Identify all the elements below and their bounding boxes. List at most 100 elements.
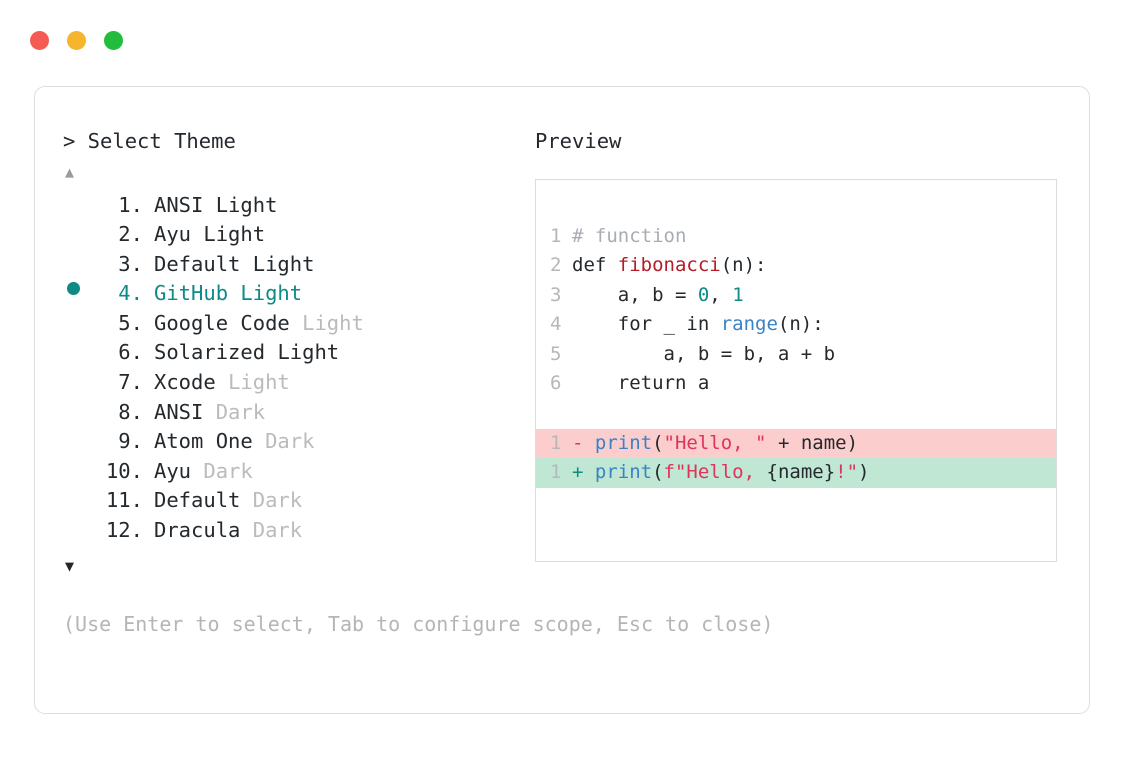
code-token: (n):: [777, 313, 824, 336]
theme-name: Ayu: [154, 222, 192, 247]
code-token: fibonacci: [617, 254, 721, 277]
code-text: for _ in range(n):: [572, 310, 824, 340]
theme-list-item[interactable]: 11. Default Dark: [63, 486, 523, 516]
theme-index: 8.: [105, 399, 143, 424]
theme-name: Atom One: [154, 429, 253, 454]
theme-variant-label: Light: [252, 251, 315, 276]
code-preview: 1 # function 2 def fibonacci(n):3 a, b = 0,…: [536, 202, 1056, 488]
preview-column: Preview 1 # function 2 def fibonacci(n):3 a…: [535, 131, 1065, 562]
code-token: 1: [732, 283, 744, 306]
theme-index: 1.: [105, 192, 143, 217]
theme-variant-label: Dark: [203, 458, 253, 483]
code-text: a, b = b, a + b: [572, 340, 836, 370]
theme-selection-marker: [63, 282, 97, 300]
code-diff-line-add: 1+ print(f"Hello, {name}!"): [536, 458, 1056, 488]
line-number: 4: [550, 313, 562, 336]
theme-name: Default: [154, 251, 241, 276]
theme-list-item[interactable]: 6. Solarized Light: [63, 338, 523, 368]
theme-list-item[interactable]: 7.Xcode Light: [63, 368, 523, 398]
line-number: 2: [550, 254, 562, 277]
theme-list-item[interactable]: 12.Dracula Dark: [63, 516, 523, 546]
code-token: range: [720, 313, 778, 336]
theme-list[interactable]: 1. ANSI Light 2. Ayu Light 3. Default Light…: [63, 191, 523, 546]
theme-list-item[interactable]: 2. Ayu Light: [63, 220, 523, 250]
theme-list-item[interactable]: 1.ANSI Light: [63, 191, 523, 221]
theme-list-column: > Select Theme ▲ 1. ANSI Light 2. Ayu Ligh…: [63, 131, 523, 577]
preview-title: Preview: [535, 129, 622, 153]
code-line: 1 # function: [536, 222, 1056, 252]
code-token: !": [835, 461, 859, 484]
scroll-up-icon[interactable]: ▲: [65, 162, 75, 181]
theme-index: 11.: [105, 488, 143, 513]
code-text: a, b = 0, 1: [572, 281, 744, 311]
theme-picker-panel: > Select Theme ▲ 1. ANSI Light 2. Ayu Ligh…: [34, 86, 1090, 714]
code-token: + name): [766, 431, 859, 454]
line-number: 1: [550, 224, 562, 247]
code-token: for _ in: [572, 313, 721, 336]
code-token: (: [652, 461, 664, 484]
code-token: print: [594, 461, 653, 484]
theme-variant-label: Light: [240, 281, 303, 306]
theme-name: ANSI: [154, 192, 204, 217]
code-line: 5 a, b = b, a + b: [536, 340, 1056, 370]
theme-name: Google Code: [154, 310, 290, 335]
theme-name: ANSI: [154, 399, 204, 424]
code-token: print: [594, 431, 653, 454]
window-maximize-dot[interactable]: [104, 31, 123, 50]
theme-variant-label: Dark: [215, 399, 266, 424]
code-line: 6 return a: [536, 369, 1056, 399]
theme-index: 5.: [105, 310, 143, 335]
window-minimize-dot[interactable]: [67, 31, 86, 50]
theme-name: Solarized: [154, 340, 266, 365]
code-token: -: [572, 431, 595, 454]
theme-variant-label: Light: [203, 222, 266, 247]
code-diff-line-del: 1- print("Hello, " + name): [536, 428, 1056, 459]
theme-name: Default: [154, 488, 241, 513]
theme-variant-label: Dark: [252, 488, 303, 513]
theme-index: 10.: [105, 458, 143, 483]
code-text: # function: [572, 222, 686, 252]
theme-name: GitHub: [154, 281, 229, 306]
code-token: "Hello, ": [663, 431, 767, 454]
code-token: ): [858, 461, 870, 484]
code-token: return a: [572, 372, 710, 395]
code-text: def fibonacci(n):: [572, 251, 766, 281]
theme-variant-label: Light: [277, 340, 340, 365]
theme-name: Dracula: [154, 518, 241, 543]
theme-list-item[interactable]: 9.Atom One Dark: [63, 427, 523, 457]
theme-name: Ayu: [154, 458, 192, 483]
theme-index: 6.: [105, 340, 143, 365]
code-line: 2 def fibonacci(n):: [536, 251, 1056, 281]
theme-list-item[interactable]: 3. Default Light: [63, 250, 523, 280]
code-token: 0: [697, 283, 710, 306]
theme-list-item[interactable]: 10. Ayu Dark: [63, 457, 523, 487]
code-token: (: [652, 431, 664, 454]
theme-index: 4.: [105, 281, 143, 306]
scroll-down-icon[interactable]: ▼: [65, 556, 75, 575]
theme-list-item[interactable]: 5. Google Code Light: [63, 309, 523, 339]
code-line: 3 a, b = 0, 1: [536, 281, 1056, 311]
theme-list-item[interactable]: 4. GitHub Light: [63, 279, 523, 309]
theme-index: 12.: [105, 518, 143, 543]
code-token: a, b =: [572, 283, 698, 306]
theme-variant-label: Light: [302, 310, 364, 335]
theme-list-item[interactable]: 8. ANSI Dark: [63, 398, 523, 428]
theme-index: 3.: [105, 251, 143, 276]
code-token: {name}: [766, 461, 836, 484]
theme-index: 7.: [105, 370, 143, 395]
theme-variant-label: Light: [228, 370, 290, 395]
code-text: - print("Hello, " + name): [572, 429, 858, 459]
line-number: 1: [550, 431, 562, 454]
window-titlebar: [30, 31, 123, 50]
window-close-dot[interactable]: [30, 31, 49, 50]
keyboard-hint: (Use Enter to select, Tab to configure s…: [63, 612, 774, 636]
theme-index: 2.: [105, 222, 143, 247]
page-title: > Select Theme: [63, 129, 236, 153]
code-token: (n):: [720, 254, 767, 277]
code-token: # function: [572, 224, 687, 247]
line-number: 5: [550, 342, 562, 365]
theme-variant-label: Dark: [265, 429, 315, 454]
line-number: 1: [550, 461, 562, 484]
code-token: f"Hello,: [663, 461, 767, 484]
line-number: 6: [550, 372, 562, 395]
